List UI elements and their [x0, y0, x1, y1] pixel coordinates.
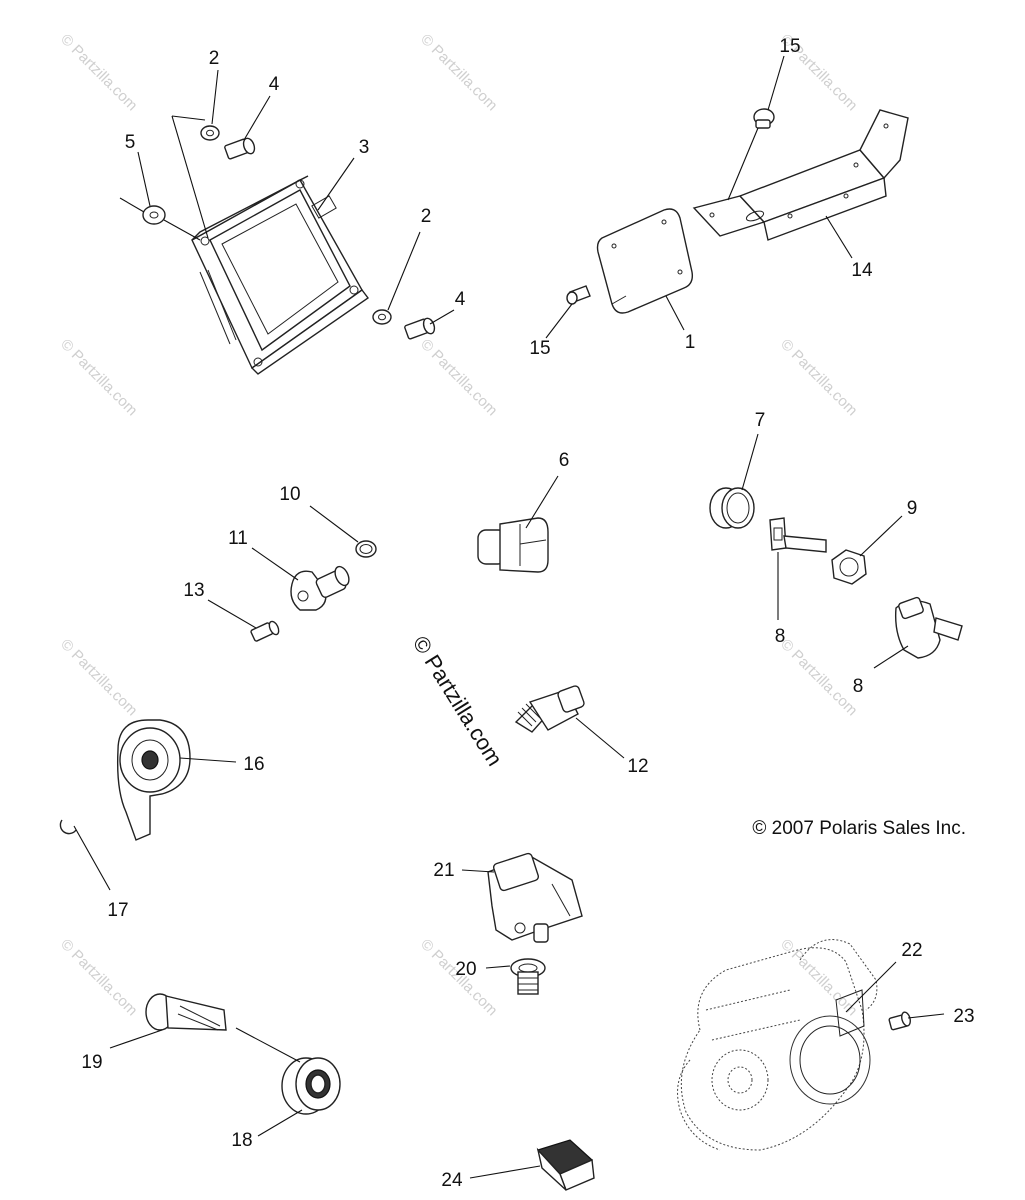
watermark-tile: © Partzilla.com [57, 31, 140, 114]
callout-1: 1 [685, 332, 696, 353]
callout-15-lower: 15 [529, 338, 550, 359]
center-watermark: © Partzilla.com [408, 631, 508, 770]
part-1-module [596, 208, 694, 314]
part-16-knock-sensor [116, 719, 191, 841]
callout-7: 7 [755, 410, 766, 431]
part-21-map-sensor [487, 852, 583, 943]
callout-12: 12 [627, 756, 648, 777]
part-7-cap [709, 487, 755, 529]
callout-22: 22 [901, 940, 922, 961]
part-4-screw-upper [224, 137, 256, 160]
part-22-throttle-body [677, 939, 878, 1151]
callout-6: 6 [559, 450, 570, 471]
part-10-o-ring [355, 540, 377, 558]
part-15-plug-lower [566, 285, 591, 305]
callout-8-tab: 8 [775, 626, 786, 647]
part-15-plug-upper [753, 108, 775, 129]
part-3-ecu-module [191, 175, 369, 375]
callout-2-upper: 2 [209, 48, 220, 69]
callout-13: 13 [183, 580, 204, 601]
callout-24: 24 [441, 1170, 463, 1191]
watermark-tile: © Partzilla.com [417, 336, 500, 419]
part-13-bolt [250, 620, 280, 642]
callout-8-switch: 8 [853, 676, 864, 697]
callout-5: 5 [125, 132, 136, 153]
callout-14: 14 [851, 260, 873, 281]
callout-16: 16 [243, 754, 264, 775]
callout-20: 20 [455, 959, 476, 980]
watermark-tile: © Partzilla.com [57, 336, 140, 419]
part-20-fitting [510, 958, 546, 995]
part-8-switch [894, 596, 963, 659]
part-19-sensor-probe [145, 993, 227, 1031]
part-2-washer-lower [372, 309, 392, 325]
callout-10: 10 [279, 484, 300, 505]
watermark-tile: © Partzilla.com [777, 636, 860, 719]
part-12-temp-sensor [514, 685, 585, 733]
leader-lines [73, 55, 945, 1179]
callout-23: 23 [953, 1006, 974, 1027]
callout-15-upper: 15 [779, 36, 800, 57]
watermark-tile: © Partzilla.com [777, 936, 860, 1019]
watermark-tile: © Partzilla.com [57, 636, 140, 719]
callout-9: 9 [907, 498, 918, 519]
watermark-tile: © Partzilla.com [57, 936, 140, 1019]
callout-17: 17 [107, 900, 128, 921]
callout-2-lower: 2 [421, 206, 432, 227]
part-24-connector [536, 1139, 595, 1191]
callout-3: 3 [359, 137, 370, 158]
part-18-grommet [281, 1057, 341, 1115]
callout-19: 19 [81, 1052, 102, 1073]
callout-18: 18 [231, 1130, 252, 1151]
part-9-nut [831, 549, 867, 585]
callout-21: 21 [433, 860, 454, 881]
part-4-screw-lower [404, 317, 436, 340]
callout-4-upper: 4 [269, 74, 280, 95]
copyright-notice: © 2007 Polaris Sales Inc. [752, 818, 966, 839]
watermark-tile: © Partzilla.com [777, 336, 860, 419]
watermark-tile: © Partzilla.com [417, 31, 500, 114]
part-11-speed-sensor [290, 565, 350, 611]
callout-11: 11 [228, 528, 248, 549]
callout-numbers: 2 4 5 3 2 4 15 14 15 1 6 7 9 8 8 10 11 1… [81, 36, 974, 1191]
part-17-clip [59, 819, 77, 835]
callout-4-lower: 4 [455, 289, 466, 310]
part-14-bracket [692, 109, 909, 241]
part-2-washer-upper [200, 125, 220, 141]
part-6-sensor [477, 517, 549, 573]
part-5-grommet [142, 205, 166, 225]
part-23-screw [888, 1011, 911, 1031]
part-8-tab [769, 517, 827, 553]
